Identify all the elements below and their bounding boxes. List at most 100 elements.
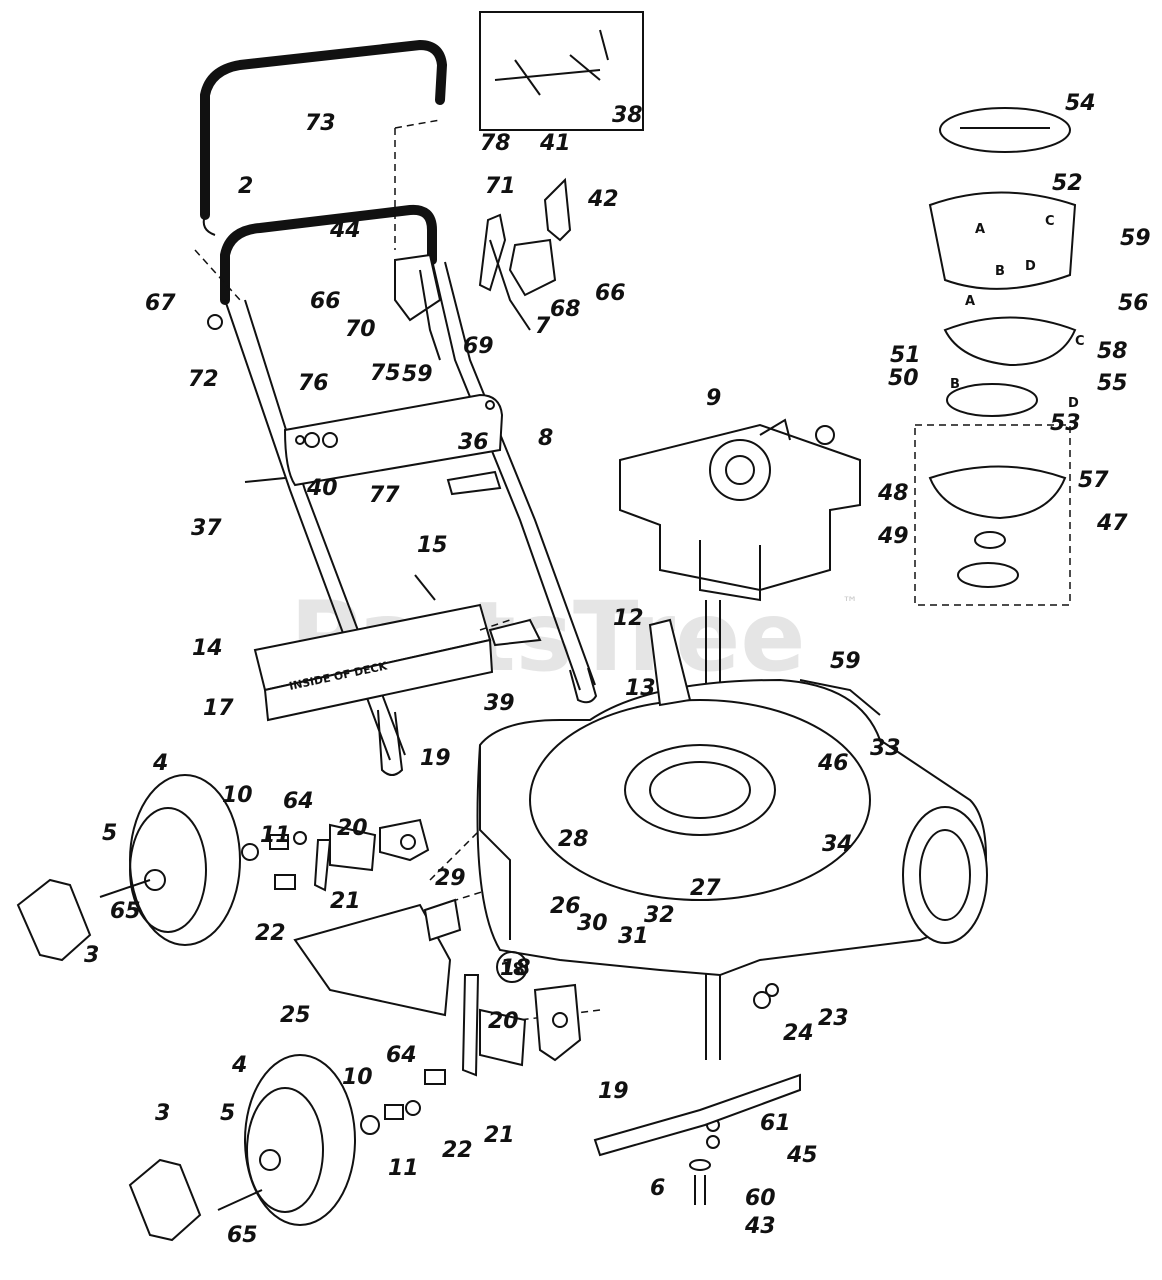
letter-c-1: C: [1045, 214, 1055, 229]
callout-38: 38: [612, 103, 643, 128]
callout-56: 56: [1118, 291, 1149, 316]
callout-22: 22: [255, 921, 286, 946]
callout-59: 59: [1120, 226, 1151, 251]
callout-22: 22: [442, 1138, 473, 1163]
callout-28: 28: [558, 827, 589, 852]
callout-30: 30: [577, 911, 608, 936]
inset-box: [479, 11, 644, 131]
callout-10: 10: [342, 1065, 373, 1090]
height-adjuster-front: [313, 818, 430, 892]
callout-31: 31: [618, 924, 649, 949]
small-parts: [99, 314, 881, 1211]
callout-2: 2: [238, 174, 253, 199]
callout-72: 72: [188, 367, 219, 392]
callout-15: 15: [417, 533, 448, 558]
callout-54: 54: [1065, 91, 1096, 116]
callout-75: 75: [370, 361, 401, 386]
letter-d-2: D: [1068, 396, 1079, 411]
callout-66: 66: [595, 281, 626, 306]
callout-55: 55: [1097, 371, 1128, 396]
control-panel: [283, 393, 504, 487]
callout-77: 77: [369, 483, 400, 508]
letter-d-1: D: [1025, 259, 1036, 274]
callout-64: 64: [386, 1043, 417, 1068]
circled-callout-18: [496, 951, 528, 983]
callout-37: 37: [191, 516, 222, 541]
callout-8: 8: [538, 426, 553, 451]
callout-50: 50: [888, 366, 919, 391]
callout-33: 33: [870, 736, 901, 761]
callout-61: 61: [760, 1111, 791, 1136]
callout-48: 48: [877, 481, 909, 506]
blower-assembly: A B C D A B C D: [914, 107, 1085, 606]
callout-9: 9: [706, 386, 721, 411]
callout-11: 11: [388, 1156, 419, 1181]
callout-40: 40: [306, 476, 338, 501]
callout-26: 26: [550, 894, 581, 919]
callout-53: 53: [1050, 411, 1081, 436]
callout-71: 71: [485, 174, 516, 199]
watermark-trademark: ™: [842, 593, 858, 612]
callout-45: 45: [786, 1143, 818, 1168]
callout-43: 43: [744, 1214, 776, 1239]
hubcap-rear: [128, 1158, 202, 1242]
callout-4: 4: [231, 1053, 247, 1078]
callout-21: 21: [484, 1123, 515, 1148]
wheel-rear: [244, 1054, 356, 1226]
mower-deck: [476, 678, 988, 977]
callout-24: 24: [783, 1021, 814, 1046]
callout-20: 20: [488, 1009, 519, 1034]
callout-59: 59: [402, 362, 433, 387]
handle-bracket: INSIDE OF DECK: [253, 603, 494, 722]
throttle-control: [394, 253, 442, 361]
callout-20: 20: [337, 816, 368, 841]
callout-68: 68: [550, 297, 581, 322]
letter-a-1: A: [975, 222, 985, 237]
bail-lever: [478, 177, 572, 331]
callout-19: 19: [598, 1079, 629, 1104]
callout-60: 60: [745, 1186, 776, 1211]
callout-46: 46: [817, 751, 849, 776]
callout-51: 51: [890, 343, 921, 368]
leader-lines: [194, 119, 601, 1021]
callout-14: 14: [192, 636, 223, 661]
callout-12: 12: [613, 606, 644, 631]
callout-58: 58: [1097, 339, 1128, 364]
callout-32: 32: [644, 903, 675, 928]
callout-66: 66: [310, 289, 341, 314]
callout-65: 65: [227, 1223, 258, 1248]
callout-4: 4: [152, 751, 168, 776]
letter-a-2: A: [965, 294, 975, 309]
callout-42: 42: [587, 187, 619, 212]
callout-47: 47: [1096, 511, 1128, 536]
callout-23: 23: [818, 1006, 849, 1031]
callout-52: 52: [1052, 171, 1083, 196]
callout-44: 44: [329, 218, 361, 243]
callout-64: 64: [283, 789, 314, 814]
callout-7: 7: [535, 314, 551, 339]
callout-65: 65: [110, 899, 141, 924]
callout-69: 69: [463, 334, 494, 359]
callout-57: 57: [1078, 468, 1109, 493]
letter-b-2: B: [950, 377, 960, 392]
callout-76: 76: [298, 371, 329, 396]
callout-39: 39: [484, 691, 515, 716]
callout-41: 41: [539, 131, 571, 156]
callout-5: 5: [220, 1101, 235, 1126]
upper-handle: [200, 40, 447, 236]
callout-6: 6: [650, 1176, 665, 1201]
callout-73: 73: [305, 111, 336, 136]
callout-19: 19: [420, 746, 451, 771]
letter-b-1: B: [995, 264, 1005, 279]
letter-c-2: C: [1075, 334, 1085, 349]
callout-67: 67: [145, 291, 176, 316]
callout-59: 59: [830, 649, 861, 674]
hubcap-front: [16, 878, 92, 962]
wheel-front: [129, 774, 241, 946]
callout-27: 27: [690, 876, 721, 901]
engine: [619, 418, 861, 602]
callout-78: 78: [480, 131, 511, 156]
callout-36: 36: [458, 430, 489, 455]
circled-callout-18-text: 18: [500, 959, 525, 980]
